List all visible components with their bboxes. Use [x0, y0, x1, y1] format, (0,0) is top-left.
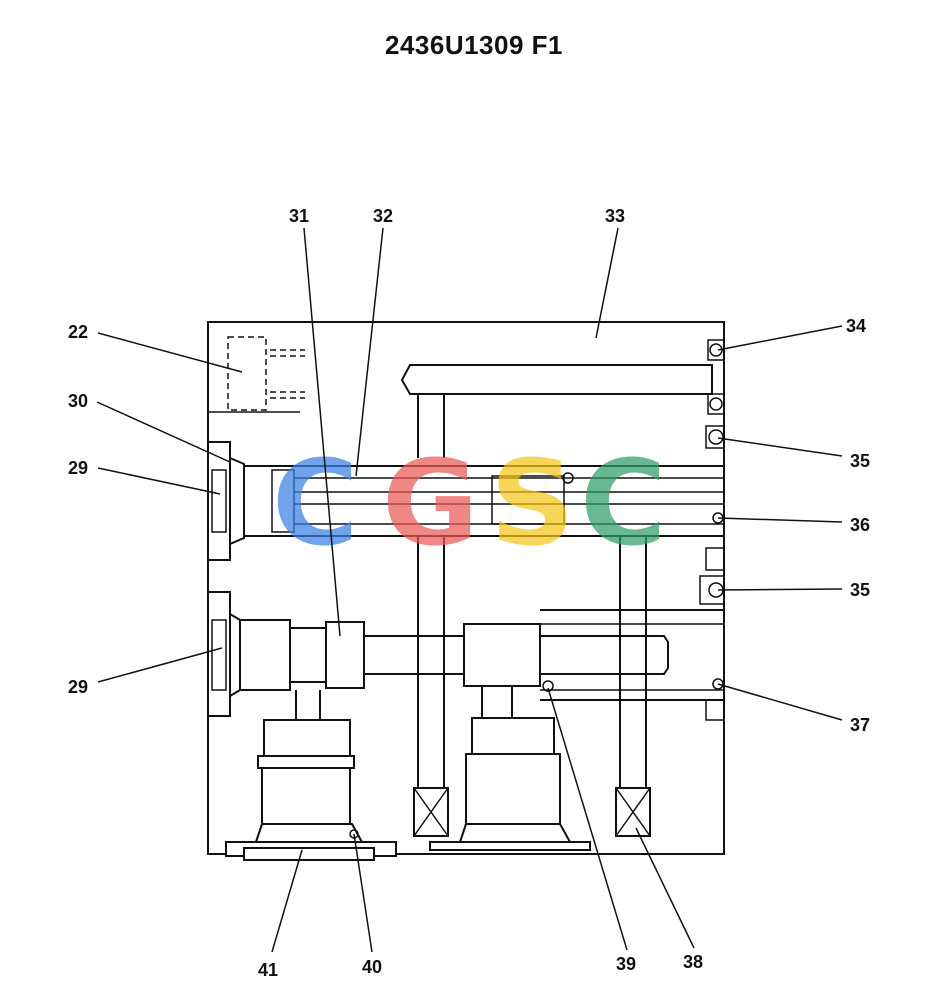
callout-32: 32	[373, 206, 393, 226]
callout-29-upper: 29	[68, 458, 88, 478]
callout-31: 31	[289, 206, 309, 226]
part-38-plugs	[413, 787, 651, 837]
callout-35-upper: 35	[850, 451, 870, 471]
callout-35-lower: 35	[850, 580, 870, 600]
callout-labels: 22 30 29 29 31 32 33 34 35 36 35 37 41 4…	[68, 206, 870, 980]
cgsc-watermark: C G S C	[272, 434, 667, 572]
callout-29-lower: 29	[68, 677, 88, 697]
callout-37: 37	[850, 715, 870, 735]
callout-33: 33	[605, 206, 625, 226]
watermark-letter-c1: C	[272, 434, 359, 572]
callout-40: 40	[362, 957, 382, 977]
leader-lines	[96, 227, 843, 953]
center-end-cap	[458, 686, 572, 843]
watermark-letter-g: G	[382, 434, 479, 572]
left-end-cap	[254, 690, 364, 843]
callout-39: 39	[616, 954, 636, 974]
upper-spool-assembly	[207, 441, 725, 571]
callout-30: 30	[68, 391, 88, 411]
watermark-letter-s: S	[490, 434, 575, 572]
callout-34: 34	[846, 316, 866, 336]
lower-spool-assembly	[207, 575, 725, 721]
callout-22: 22	[68, 322, 88, 342]
valve-body	[207, 321, 725, 861]
diagram-title: 2436U1309 F1	[384, 30, 564, 60]
part-33-passage	[400, 339, 725, 458]
callout-36: 36	[850, 515, 870, 535]
callout-41: 41	[258, 960, 278, 980]
watermark-letter-c2: C	[580, 434, 667, 572]
vertical-passages	[417, 536, 647, 788]
callout-38: 38	[683, 952, 703, 972]
part-22-dashed-component	[208, 336, 305, 413]
